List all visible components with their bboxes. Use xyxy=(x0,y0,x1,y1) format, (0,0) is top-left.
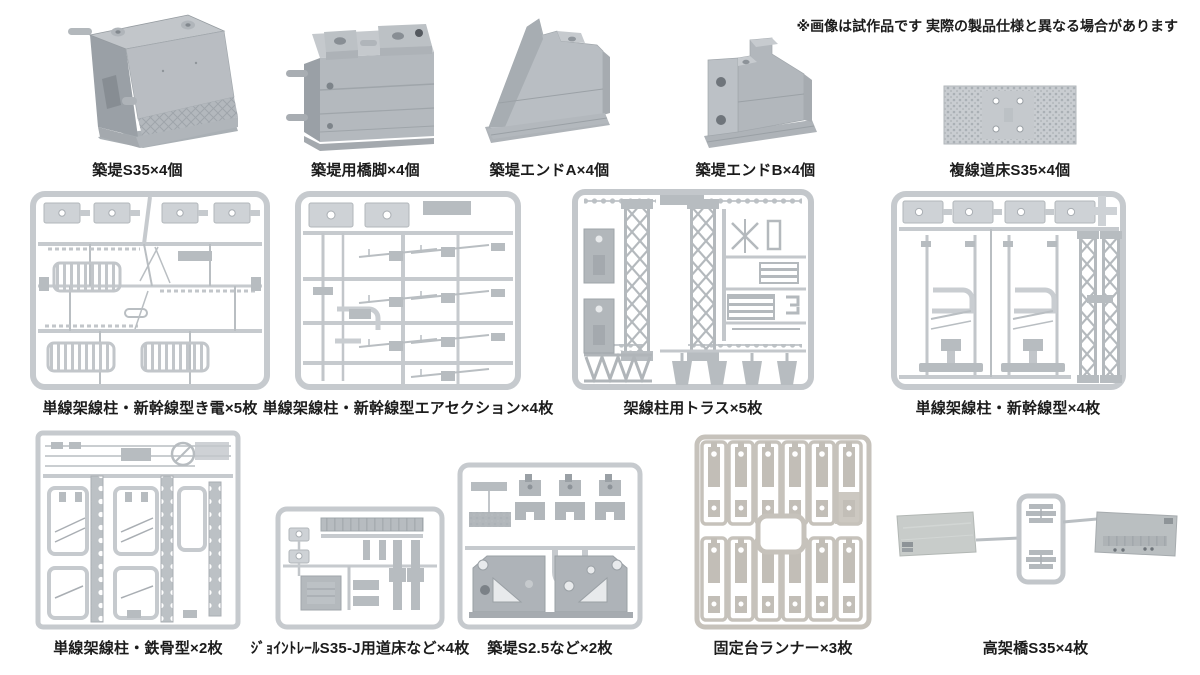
catenary-shinkansen-sprue-art xyxy=(890,191,1126,390)
catenary-air-section-sprue-image xyxy=(295,191,521,390)
item-joint-rail-roadbed: ｼﾞｮｲﾝﾄﾚｰﾙS35-J用道床など×4枚 xyxy=(251,432,469,658)
end-b-art xyxy=(703,37,817,148)
pier-art xyxy=(285,24,434,151)
item-double-track-roadbed: 複線道床S35×4個 xyxy=(925,8,1095,180)
catenary-feeder-sprue-art xyxy=(30,191,270,390)
item-catenary-air-section: 単線架線柱・新幹線型エアセクション×4枚 xyxy=(263,191,553,418)
catenary-truss-sprue-art xyxy=(572,189,814,390)
item-label: 架線柱用トラス×5枚 xyxy=(623,400,763,417)
item-end-a: 築堤エンドA×4個 xyxy=(462,8,637,180)
catenary-shinkansen-sprue-image xyxy=(890,191,1126,390)
end-b-image xyxy=(680,20,832,152)
item-viaduct-s35: 高架橋S35×4枚 xyxy=(878,432,1193,658)
item-label: ｼﾞｮｲﾝﾄﾚｰﾙS35-J用道床など×4枚 xyxy=(250,640,470,657)
item-end-b: 築堤エンドB×4個 xyxy=(668,8,843,180)
item-label: 固定台ランナー×3枚 xyxy=(713,640,853,657)
catenary-air-section-sprue-art xyxy=(295,191,521,390)
item-label: 築堤S35×4個 xyxy=(92,162,183,179)
item-label: 築堤S2.5など×2枚 xyxy=(487,640,613,657)
end-a-art xyxy=(484,18,610,143)
item-label: 築堤用橋脚×4個 xyxy=(311,162,420,179)
embankment-s25-sprue-art xyxy=(457,462,643,630)
item-label: 築堤エンドB×4個 xyxy=(695,162,816,179)
item-fixing-base-runner: 固定台ランナー×3枚 xyxy=(688,432,878,658)
embankment-s25-sprue-image xyxy=(457,462,643,630)
disclaimer-text: ※画像は試作品です 実際の製品仕様と異なる場合があります xyxy=(796,18,1179,34)
catenary-feeder-sprue-image xyxy=(30,191,270,390)
catenary-steel-sprue-image xyxy=(35,430,241,630)
double-track-roadbed-art xyxy=(943,85,1077,145)
item-label: 築堤エンドA×4個 xyxy=(489,162,610,179)
viaduct-s35-art xyxy=(895,493,1178,585)
joint-rail-roadbed-sprue-image xyxy=(275,506,445,630)
viaduct-s35-image xyxy=(889,490,1183,602)
end-a-image xyxy=(469,5,631,152)
item-label: 単線架線柱・新幹線型×4枚 xyxy=(915,400,1101,417)
catenary-steel-sprue-art xyxy=(35,430,241,630)
item-label: 単線架線柱・新幹線型エアセクション×4枚 xyxy=(262,400,554,417)
fixing-base-runner-sprue-image xyxy=(694,434,872,630)
item-catenary-feeder: 単線架線柱・新幹線型き電×5枚 xyxy=(28,191,272,418)
item-catenary-truss: 架線柱用トラス×5枚 xyxy=(570,189,816,418)
embankment-s35-art xyxy=(67,14,238,148)
item-catenary-steel: 単線架線柱・鉄骨型×2枚 xyxy=(32,430,244,658)
joint-rail-roadbed-sprue-art xyxy=(275,506,445,630)
item-label: 単線架線柱・鉄骨型×2枚 xyxy=(53,640,223,657)
item-label: 複線道床S35×4個 xyxy=(949,162,1071,179)
item-embankment-s35: 築堤S35×4個 xyxy=(30,8,245,180)
item-pier: 築堤用橋脚×4個 xyxy=(268,8,463,180)
double-track-roadbed-image xyxy=(940,80,1080,152)
item-label: 単線架線柱・新幹線型き電×5枚 xyxy=(42,400,258,417)
item-catenary-shinkansen: 単線架線柱・新幹線型×4枚 xyxy=(888,191,1128,418)
fixing-base-runner-sprue-art xyxy=(694,434,872,630)
embankment-s35-image xyxy=(38,5,238,152)
item-embankment-s25: 築堤S2.5など×2枚 xyxy=(452,432,648,658)
item-label: 高架橋S35×4枚 xyxy=(982,640,1089,657)
pier-image xyxy=(276,12,456,152)
catenary-truss-sprue-image xyxy=(572,189,814,390)
